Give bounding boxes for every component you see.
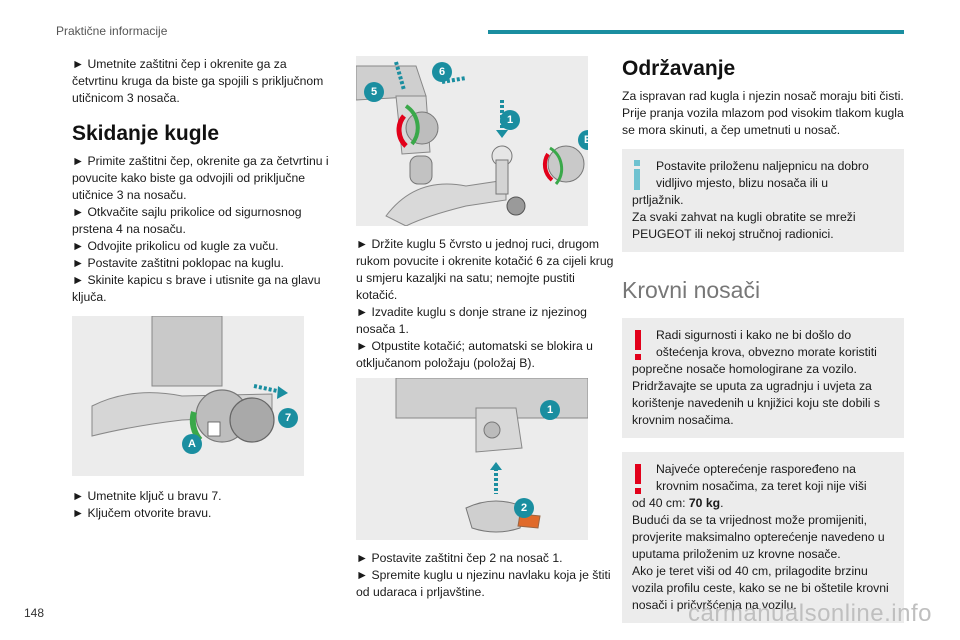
- illustration-remove-ball: 6 5 1 B: [356, 56, 588, 226]
- warning-2-first: Najveće opterećenje raspoređeno na krovn…: [656, 462, 867, 493]
- info-note: Postavite priloženu naljepnicu na dobro …: [622, 149, 904, 252]
- maintenance-text-1: Za ispravan rad kugla i njezin nosač mor…: [622, 89, 904, 103]
- warning-1-first: Radi sigurnosti i kako ne bi došlo do oš…: [656, 328, 877, 359]
- heading-maintenance: Održavanje: [622, 57, 736, 80]
- watermark: carmanualsonline.info: [688, 600, 932, 627]
- max-load-suffix: .: [720, 496, 724, 510]
- step-insert-key: ► Umetnite ključ u bravu 7.: [72, 489, 222, 503]
- towbar-lock-drawing: [72, 316, 304, 476]
- warning-1-rest-2: Pridržavajte se uputa za ugradnju i uvje…: [632, 379, 880, 427]
- warning-2-rest-1: Budući da se ta vrijednost može promijen…: [632, 513, 885, 561]
- step-hold-ball: ► Držite kuglu 5 čvrsto u jednoj ruci, d…: [356, 237, 614, 302]
- column-1: ► Umetnite zaštitni čep i okrenite ga za…: [72, 56, 330, 522]
- header-accent-bar: [488, 30, 904, 34]
- info-icon: [634, 160, 640, 190]
- column-2: 6 5 1 B ► Držite kuglu 5 čvrsto u jednoj…: [356, 56, 618, 601]
- warning-1-rest-1: poprečne nosače homologirane za vozilo.: [632, 362, 857, 376]
- paragraph-insert-cap: ► Umetnite zaštitni čep i okrenite ga za…: [72, 57, 324, 105]
- callout-7: 7: [278, 408, 298, 428]
- callout-1-lower: 1: [540, 400, 560, 420]
- heading-roof-bars: Krovni nosači: [622, 277, 761, 303]
- warning-icon: [635, 464, 641, 494]
- step-5: ► Skinite kapicu s brave i utisnite ga n…: [72, 273, 321, 304]
- section-label: Praktične informacije: [56, 24, 168, 38]
- info-note-line-3: Za svaki zahvat na kugli obratite se mre…: [632, 210, 856, 241]
- step-1: ► Primite zaštitni čep, okrenite ga za č…: [72, 154, 329, 202]
- step-take-out-ball: ► Izvadite kuglu s donje strane iz njezi…: [356, 305, 587, 336]
- callout-5: 5: [364, 82, 384, 102]
- step-2: ► Otkvačite sajlu prikolice od sigurnosn…: [72, 205, 302, 236]
- callout-1: 1: [500, 110, 520, 130]
- callout-B: B: [578, 130, 588, 150]
- warning-icon: [635, 330, 641, 360]
- step-release-wheel: ► Otpustite kotačić; automatski se bloki…: [356, 339, 593, 370]
- callout-6: 6: [432, 62, 452, 82]
- step-store-ball: ► Spremite kuglu u njezinu navlaku koja …: [356, 568, 611, 599]
- heading-removing-ball: Skidanje kugle: [72, 122, 220, 145]
- step-open-lock: ► Ključem otvorite bravu.: [72, 506, 212, 520]
- illustration-key-lock: 7 A: [72, 316, 304, 476]
- max-load-prefix: od 40 cm:: [632, 496, 689, 510]
- max-load-value: 70 kg: [688, 496, 721, 510]
- warning-note-2: Najveće opterećenje raspoređeno na krovn…: [622, 452, 904, 623]
- callout-2: 2: [514, 498, 534, 518]
- page-number: 148: [24, 606, 45, 620]
- warning-note-1: Radi sigurnosti i kako ne bi došlo do oš…: [622, 318, 904, 438]
- illustration-fit-cap: 1 2: [356, 378, 588, 540]
- info-note-line-2: prtljažnik.: [632, 193, 684, 207]
- callout-A: A: [182, 434, 202, 454]
- maintenance-text-2: Prije pranja vozila mlazom pod visokim t…: [622, 106, 904, 137]
- warning-2-rest-2: Ako je teret viši od 40 cm, prilagodite …: [632, 564, 889, 612]
- towball-removal-drawing: [356, 56, 588, 226]
- column-3: Održavanje Za ispravan rad kugla i njezi…: [622, 56, 904, 623]
- warning-2-max-load: od 40 cm: 70 kg.: [632, 495, 894, 512]
- info-note-line-1: Postavite priloženu naljepnicu na dobro …: [656, 159, 869, 190]
- step-4: ► Postavite zaštitni poklopac na kuglu.: [72, 256, 284, 270]
- step-3: ► Odvojite prikolicu od kugle za vuču.: [72, 239, 279, 253]
- step-fit-cap: ► Postavite zaštitni čep 2 na nosač 1.: [356, 551, 563, 565]
